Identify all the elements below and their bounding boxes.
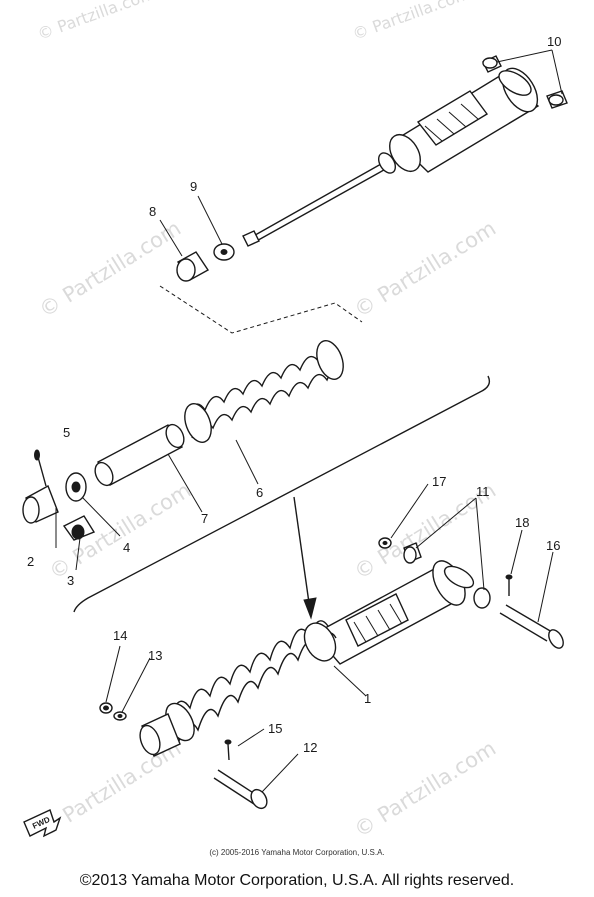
callout-8: 8 [149, 204, 156, 219]
callout-13: 13 [148, 648, 162, 663]
coil-spring [184, 340, 344, 443]
callout-17: 17 [432, 474, 446, 489]
callout-14: 14 [113, 628, 127, 643]
lower-bracket-parts [22, 449, 96, 541]
spring-sleeve [94, 423, 185, 487]
leader-lines [55, 49, 563, 793]
fwd-badge: FWD [23, 809, 62, 838]
callout-11: 11 [476, 484, 490, 499]
callout-18: 18 [515, 515, 529, 530]
upper-shock-body [242, 55, 568, 247]
callout-numbers: 1 2 3 4 5 6 7 8 9 10 11 12 13 14 15 16 1… [27, 34, 561, 755]
callout-15: 15 [268, 721, 282, 736]
watermark: © Partzilla.com [350, 0, 473, 44]
callout-2: 2 [27, 554, 34, 569]
callout-16: 16 [546, 538, 560, 553]
callout-4: 4 [123, 540, 130, 555]
footer-copyright: ©2013 Yamaha Motor Corporation, U.S.A. A… [79, 872, 515, 889]
small-copyright: (c) 2005-2016 Yamaha Motor Corporation, … [209, 848, 385, 857]
callout-6: 6 [256, 485, 263, 500]
callout-5: 5 [63, 425, 70, 440]
callout-10: 10 [547, 34, 561, 49]
callout-12: 12 [303, 740, 317, 755]
callout-7: 7 [201, 511, 208, 526]
watermark: © Partzilla.com [350, 216, 500, 322]
watermark: © Partzilla.com [350, 736, 500, 842]
lower-mount-parts [99, 702, 268, 810]
upper-mount-parts [378, 537, 564, 649]
assembled-shock [139, 560, 475, 757]
callout-9: 9 [190, 179, 197, 194]
callout-1: 1 [364, 691, 371, 706]
bushing-and-washer [176, 243, 235, 282]
watermark: © Partzilla.com [35, 0, 158, 44]
watermark: © Partzilla.com [35, 216, 185, 322]
callout-3: 3 [67, 573, 74, 588]
